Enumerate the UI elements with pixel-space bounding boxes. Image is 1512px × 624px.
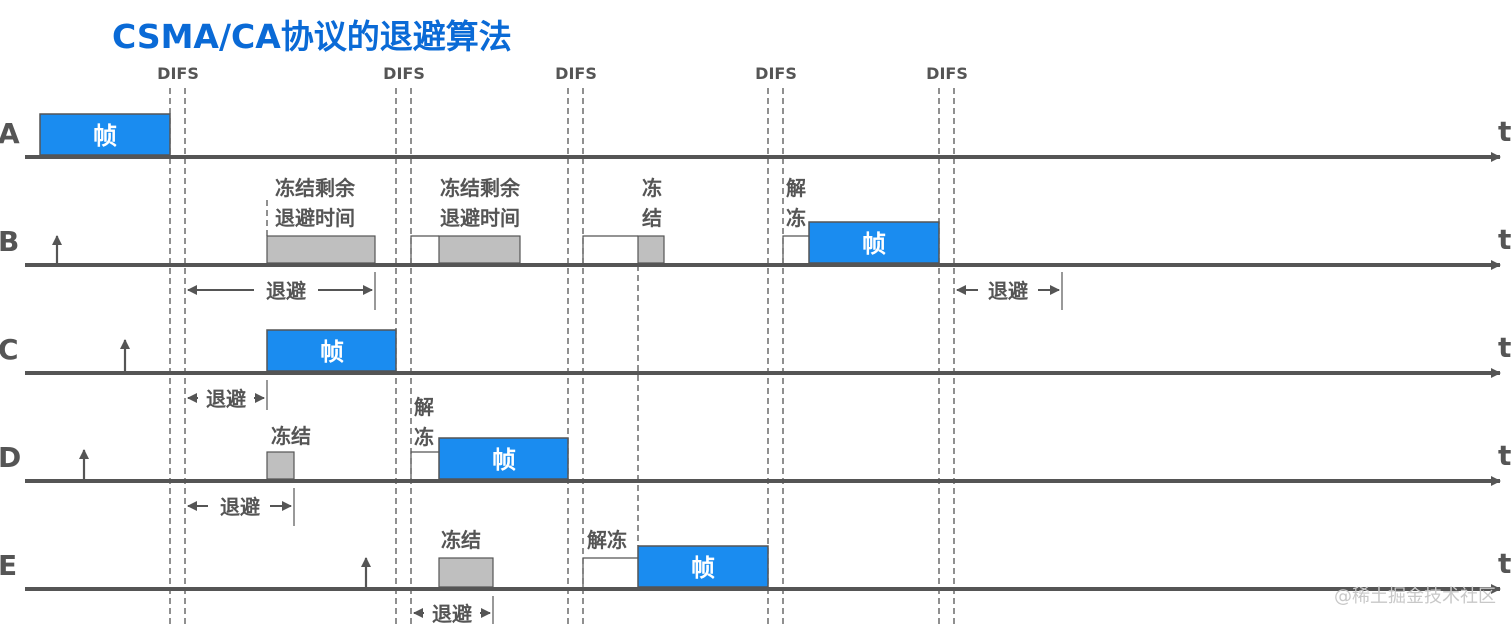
frame-b-label: 帧 xyxy=(862,230,886,258)
difs-label: DIFS xyxy=(755,64,797,83)
time-label: t xyxy=(1498,115,1511,148)
residual-backoff-b1 xyxy=(266,235,376,264)
frame-d xyxy=(438,437,569,480)
time-label: t xyxy=(1498,223,1511,256)
frame-e-label: 帧 xyxy=(691,554,715,582)
station-label-a: A xyxy=(0,117,20,150)
note-freeze-e: 冻结 xyxy=(441,528,481,552)
watermark-text: @稀土掘金技术社区 xyxy=(1334,586,1496,607)
difs-label: DIFS xyxy=(157,64,199,83)
note-freeze-d: 冻结 xyxy=(271,424,311,448)
frame-a xyxy=(39,113,171,156)
idle-outline-b1 xyxy=(410,235,439,263)
idle-outline-b2 xyxy=(582,235,638,263)
arrival-arrows xyxy=(52,235,371,587)
station-label-d: D xyxy=(0,441,21,474)
frame-a-label: 帧 xyxy=(93,122,117,150)
backoff-label-d: 退避 xyxy=(220,495,260,519)
backoff-arrow-b2 xyxy=(956,272,1063,310)
difs-label: DIFS xyxy=(555,64,597,83)
residual-backoff-b2 xyxy=(438,235,521,264)
idle-outline-d xyxy=(410,451,439,479)
idle-outline-e xyxy=(582,557,638,587)
station-label-e: E xyxy=(0,549,17,582)
station-label-b: B xyxy=(0,225,19,258)
frame-c xyxy=(266,329,397,372)
residual-backoff-d xyxy=(266,451,295,480)
difs-label: DIFS xyxy=(383,64,425,83)
diagram-title: CSMA/CA协议的退避算法 xyxy=(112,17,512,56)
backoff-arrow-c xyxy=(187,380,268,410)
time-label: t xyxy=(1498,331,1511,364)
difs-label: DIFS xyxy=(926,64,968,83)
backoff-label-b1: 退避 xyxy=(266,279,306,303)
station-label-c: C xyxy=(0,333,19,366)
frame-d-label: 帧 xyxy=(492,446,516,474)
backoff-label-e: 退避 xyxy=(432,602,472,624)
backoff-label-c: 退避 xyxy=(206,387,246,411)
backoff-arrow-d xyxy=(187,488,295,526)
residual-backoff-e xyxy=(438,557,494,588)
backoff-arrow-b1 xyxy=(187,272,376,310)
note-backoff-time-1: 退避时间 xyxy=(275,206,355,230)
idle-outline-b3 xyxy=(782,235,809,263)
time-label: t xyxy=(1498,439,1511,472)
note-backoff-time-2: 退避时间 xyxy=(440,206,520,230)
note-freeze-a: 冻 xyxy=(642,176,662,200)
note-unfreeze-b: 冻 xyxy=(786,206,806,230)
difs-guides xyxy=(169,88,955,624)
residual-backoff-b3 xyxy=(637,235,665,264)
note-freeze-remaining-1: 冻结剩余 xyxy=(275,176,356,200)
frame-e xyxy=(637,545,769,588)
note-unfreeze-e: 解冻 xyxy=(587,528,627,552)
note-unfreeze-d-b: 冻 xyxy=(414,425,434,449)
time-label: t xyxy=(1498,547,1511,580)
frame-c-label: 帧 xyxy=(320,338,344,366)
frame-b xyxy=(808,221,940,264)
backoff-label-b2: 退避 xyxy=(988,279,1028,303)
time-axes xyxy=(25,152,1501,594)
note-freeze-remaining-2: 冻结剩余 xyxy=(440,176,521,200)
note-unfreeze-a: 解 xyxy=(786,176,806,200)
note-unfreeze-d-a: 解 xyxy=(414,395,434,419)
note-freeze-b: 结 xyxy=(642,206,662,230)
backoff-arrow-e xyxy=(413,596,494,624)
